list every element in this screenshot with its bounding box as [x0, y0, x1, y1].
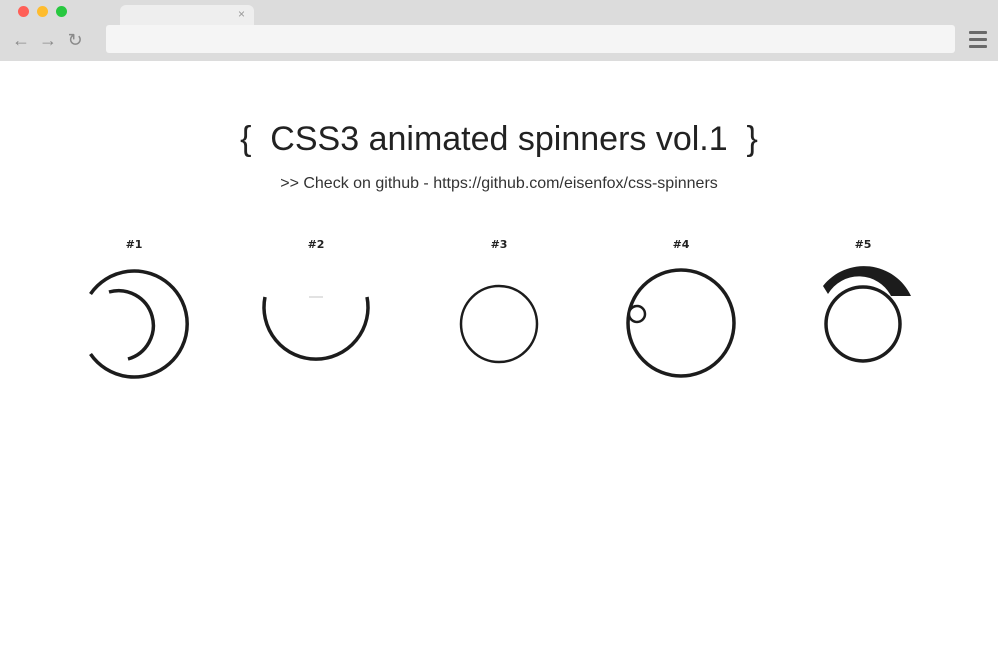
spinner-2-arc	[262, 296, 370, 361]
spinner-3-ring	[459, 284, 539, 364]
spinner-3-circle	[459, 284, 539, 364]
forward-arrow-icon[interactable]: →	[39, 30, 57, 50]
spinner-1-inner-arc	[108, 288, 155, 361]
spinner-1-outer-arc	[89, 269, 189, 379]
spinner-5-cap	[823, 266, 911, 363]
spinner-2-arc-path	[262, 296, 370, 361]
browser-tab[interactable]: ×	[120, 5, 254, 25]
spinner-4-ring	[626, 268, 736, 378]
spinner-4-dot	[627, 304, 647, 324]
page-title: { CSS3 animated spinners vol.1 }	[240, 120, 758, 158]
minimize-window-button[interactable]	[37, 6, 48, 17]
menu-bar-line	[969, 31, 987, 34]
github-link[interactable]: https://github.com/eisenfox/css-spinners	[433, 175, 718, 192]
menu-bar-line	[969, 45, 987, 48]
back-arrow-icon[interactable]: ←	[12, 30, 30, 50]
reload-icon[interactable]: ↻	[67, 30, 83, 50]
spinner-label: #5	[854, 238, 872, 251]
spinner-label: #3	[490, 238, 508, 251]
maximize-window-button[interactable]	[56, 6, 67, 17]
spinner-5-thick-arc	[823, 266, 911, 296]
hamburger-menu-icon[interactable]	[969, 31, 987, 48]
subtitle-prefix: >> Check on github -	[280, 175, 434, 192]
spinner-5-ring	[824, 285, 902, 363]
spinner-1-double-arc	[89, 269, 189, 379]
page-subtitle: >> Check on github - https://github.com/…	[0, 174, 998, 194]
spinner-4-orbit	[626, 268, 736, 378]
tab-close-icon[interactable]: ×	[237, 7, 245, 21]
close-window-button[interactable]	[18, 6, 29, 17]
spinner-label: #4	[672, 238, 690, 251]
spinner-label: #2	[307, 238, 325, 251]
spinner-label: #1	[125, 238, 143, 251]
browser-toolbar: × ← → ↻	[0, 0, 998, 61]
address-bar[interactable]	[106, 25, 955, 53]
menu-bar-line	[969, 38, 987, 41]
